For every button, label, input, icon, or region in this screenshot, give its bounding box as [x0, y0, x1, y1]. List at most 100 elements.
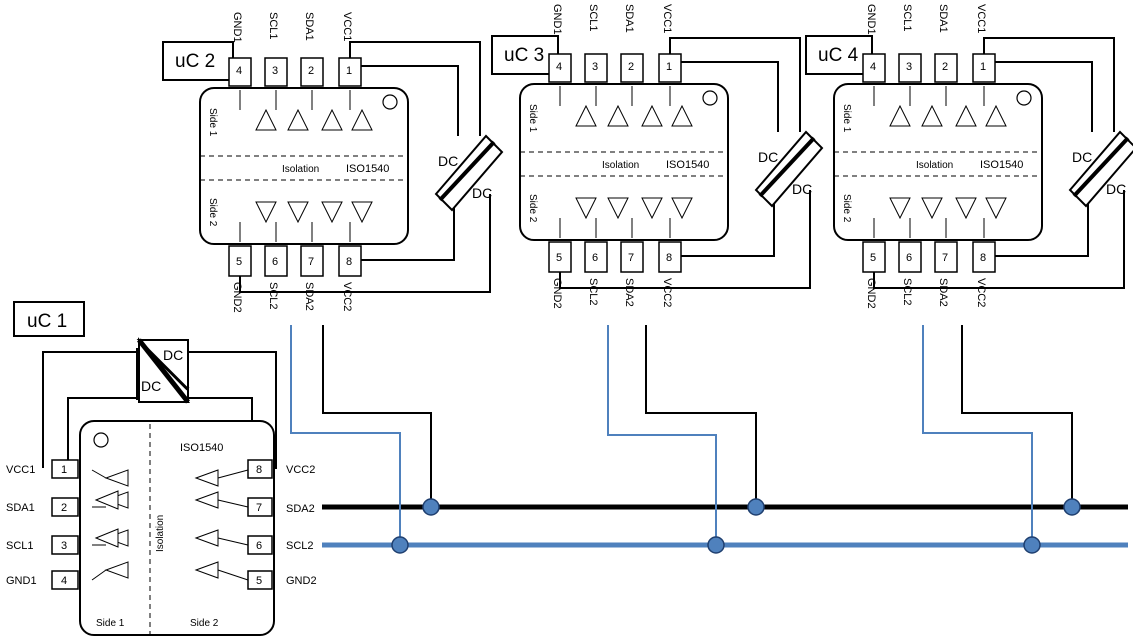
uc2-dc-label-b: DC	[472, 185, 492, 201]
uc3-pin-label: SCL2	[587, 278, 599, 306]
uc3-pin-num: 8	[666, 252, 672, 264]
uc3-pin-label: SCL1	[587, 4, 599, 32]
uc3-pin-label: GND1	[551, 4, 563, 35]
uc2-side1-label: Side 1	[207, 108, 218, 137]
uc1-pin-num: 2	[61, 502, 67, 514]
uc3-sda-tap	[645, 325, 757, 507]
uc4-pin-label: SDA1	[937, 4, 949, 33]
uc1-pin-label: GND2	[286, 575, 317, 587]
uc2-pin-num: 1	[346, 65, 352, 77]
uc2-pin-num: 5	[236, 256, 242, 268]
uc3-pin-label: GND2	[551, 278, 563, 309]
uc2-pin-label: VCC2	[341, 282, 353, 311]
uc1-pin-num: 4	[61, 575, 67, 587]
uc3-pin-num: 7	[628, 252, 634, 264]
uc1-pin-num: 8	[256, 464, 262, 476]
uc3-pin-num: 3	[592, 61, 598, 73]
uc3-part-label: ISO1540	[666, 159, 709, 171]
bus-sda-label: SDA2	[286, 503, 315, 515]
uc3-pin-label: SDA2	[623, 278, 635, 307]
uc3-pin-num: 2	[628, 61, 634, 73]
uc3-side1-label: Side 1	[527, 104, 538, 133]
uc4-pin-label: VCC1	[975, 4, 987, 33]
uc1-pin-label: GND1	[6, 575, 37, 587]
uc4-dc-label-b: DC	[1106, 181, 1126, 197]
bus-scl-label: SCL2	[286, 540, 314, 552]
uc2-dc-label-a: DC	[438, 153, 458, 169]
uc1-right-pins: 8 7 6 5 VCC2 GND2	[247, 459, 317, 590]
uc2-pin-label: VCC1	[341, 12, 353, 41]
scl-junction-node	[1023, 536, 1041, 554]
uc4-side2-label: Side 2	[841, 194, 852, 223]
uc1-pin-label: SCL1	[6, 540, 34, 552]
uc1-pin-num: 5	[256, 575, 262, 587]
uc2-pin-num: 8	[346, 256, 352, 268]
uc4-pin-num: 6	[906, 252, 912, 264]
uc2-pin-num: 2	[308, 65, 314, 77]
uc2-pin-num: 7	[308, 256, 314, 268]
uc3-pin-num: 4	[556, 61, 562, 73]
uc3-dc-label-b: DC	[792, 181, 812, 197]
uc2-part-label: ISO1540	[346, 163, 389, 175]
uc1-iso1540-chip	[79, 420, 275, 636]
uc1-pin-label: SDA1	[6, 502, 35, 514]
uc4-pin-num: 2	[942, 61, 948, 73]
uc3-pin-num: 1	[666, 61, 672, 73]
uc1-pin-num: 7	[256, 502, 262, 514]
uc3-isolation-label: Isolation	[602, 160, 639, 171]
uc4-sda-tap	[961, 325, 1073, 507]
uc1-module: uC 1 DC DC ISO1540 Isolation Side 1 Side…	[6, 301, 317, 636]
uc2-pin-label: SCL1	[267, 12, 279, 40]
uc4-pin-num: 3	[906, 61, 912, 73]
uc1-side2-label: Side 2	[190, 618, 219, 629]
uc2-pin-label: SDA1	[303, 12, 315, 41]
uc1-left-pins: 1 2 3 4 VCC1 SDA1 SCL1 GND1	[6, 459, 79, 590]
uc3-dc-label-a: DC	[758, 149, 778, 165]
uc4-dc-label-a: DC	[1072, 149, 1092, 165]
uc1-pin-num: 3	[61, 540, 67, 552]
uc2-scl-tap	[290, 325, 401, 545]
uc3-side2-label: Side 2	[527, 194, 538, 223]
uc4-pin-num: 5	[870, 252, 876, 264]
uc1-dc-label-a: DC	[163, 347, 183, 363]
uc4-pin-num: 7	[942, 252, 948, 264]
uc4-pin-label: SCL1	[901, 4, 913, 32]
uc1-side1-label: Side 1	[96, 618, 125, 629]
uc1-label: uC 1	[27, 311, 67, 332]
uc4-pin-num: 1	[980, 61, 986, 73]
uc1-pin-num: 1	[61, 464, 67, 476]
uc1-isolation-label: Isolation	[155, 515, 166, 552]
uc3-pin-label: SDA1	[623, 4, 635, 33]
uc4-dcdc-converter: DC DC	[1068, 130, 1133, 208]
uc2-sda-tap	[322, 325, 432, 507]
uc2-pin-num: 3	[272, 65, 278, 77]
uc4-pin-label: GND2	[865, 278, 877, 309]
uc3-pin-label: VCC2	[661, 278, 673, 307]
uc2-pin-label: SCL2	[267, 282, 279, 310]
uc3-dcdc-converter: DC DC	[754, 130, 824, 208]
uc1-pin-label: VCC1	[6, 464, 35, 476]
scl-junction-node	[391, 536, 409, 554]
uc4-pin-label: SCL2	[901, 278, 913, 306]
uc4-pin-label: VCC2	[975, 278, 987, 307]
uc1-pin-label: VCC2	[286, 464, 315, 476]
uc4-side1-label: Side 1	[841, 104, 852, 133]
uc2-pin-num: 4	[236, 65, 242, 77]
uc2-side2-label: Side 2	[207, 198, 218, 227]
uc4-part-label: ISO1540	[980, 159, 1023, 171]
uc2-pin-label: SDA2	[303, 282, 315, 311]
scl-junction-node	[707, 536, 725, 554]
uc1-pin-num: 6	[256, 540, 262, 552]
uc4-label: uC 4	[818, 45, 859, 66]
uc3-label: uC 3	[504, 45, 544, 66]
uc2-isolation-label: Isolation	[282, 164, 319, 175]
uc4-pin-label: GND1	[865, 4, 877, 35]
uc2-pin-label: GND2	[231, 282, 243, 313]
uc1-dc-label-b: DC	[141, 378, 161, 394]
uc4-pin-num: 8	[980, 252, 986, 264]
uc3-pin-label: VCC1	[661, 4, 673, 33]
